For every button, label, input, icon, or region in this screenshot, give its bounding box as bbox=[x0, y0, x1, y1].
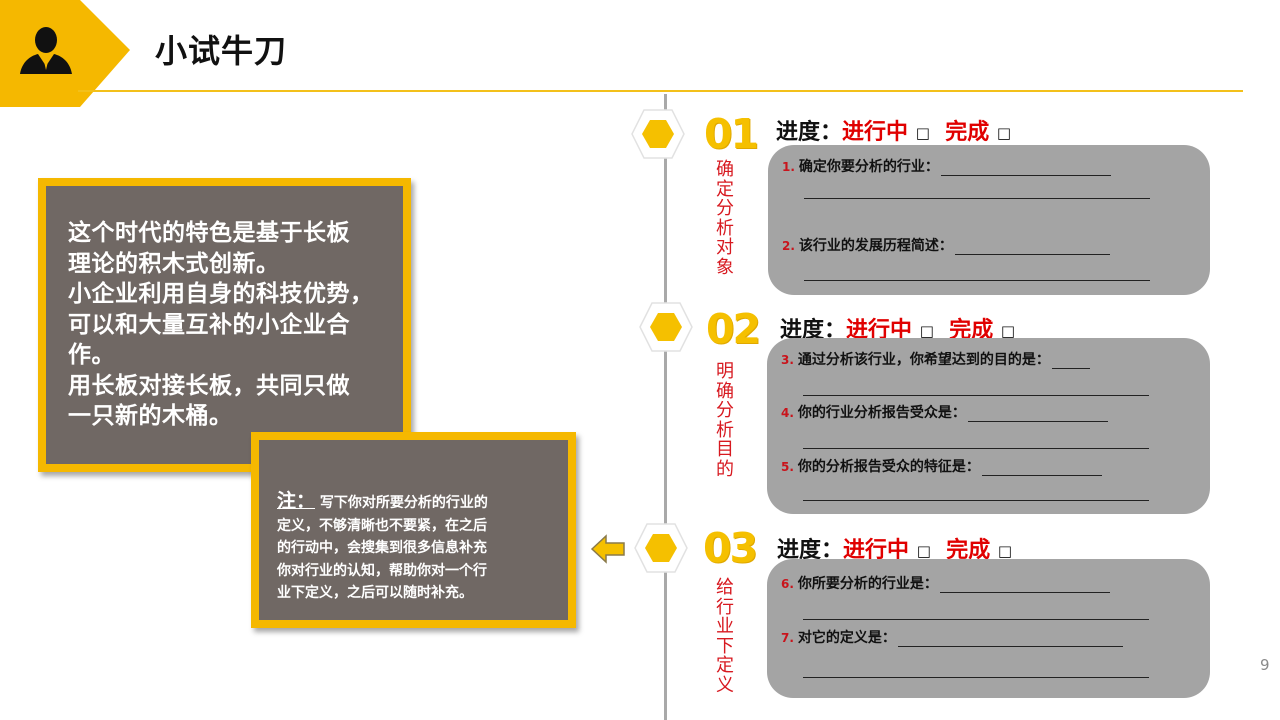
progress-status: 进度：进行中 □ 完成 □ bbox=[777, 532, 1012, 564]
answer-line[interactable] bbox=[803, 500, 1149, 501]
question-card: 3.通过分析该行业，你希望达到的目的是： 4.你的行业分析报告受众是： 5.你的… bbox=[767, 338, 1210, 514]
question-item: 6.你所要分析的行业是： bbox=[781, 573, 1110, 593]
main-line: 理论的积木式创新。 bbox=[68, 250, 280, 277]
main-line: 可以和大量互补的小企业合 bbox=[68, 311, 350, 338]
answer-line[interactable] bbox=[803, 619, 1149, 620]
person-silhouette-icon bbox=[20, 27, 72, 74]
question-number: 7. bbox=[781, 631, 794, 645]
progress-label: 进度： bbox=[777, 538, 844, 563]
question-item: 3.通过分析该行业，你希望达到的目的是： bbox=[781, 349, 1090, 369]
main-line: 这个时代的特色是基于长板 bbox=[68, 220, 350, 246]
main-statement-box: 这个时代的特色是基于长板 理论的积木式创新。 小企业利用自身的科技优势， 可以和… bbox=[38, 178, 411, 472]
main-line: 一只新的木桶。 bbox=[68, 403, 233, 429]
answer-line[interactable] bbox=[967, 407, 1108, 422]
header-divider bbox=[78, 90, 1243, 92]
step-number: 01 bbox=[704, 110, 759, 158]
answer-line[interactable] bbox=[804, 198, 1150, 199]
answer-line[interactable] bbox=[803, 395, 1149, 396]
note-line: 你对行业的认知，帮助你对一个行 bbox=[277, 562, 487, 579]
question-number: 2. bbox=[782, 239, 795, 253]
question-text: 你所要分析的行业是： bbox=[797, 576, 938, 592]
step-vertical-title: 明确分析目的 bbox=[716, 361, 734, 480]
answer-line[interactable] bbox=[981, 461, 1102, 476]
question-item: 4.你的行业分析报告受众是： bbox=[781, 402, 1108, 422]
note-line: 的行动中，会搜集到很多信息补充 bbox=[277, 540, 487, 556]
step-vertical-title: 确定分析对象 bbox=[716, 159, 734, 278]
answer-line[interactable] bbox=[804, 280, 1150, 281]
left-arrow-icon bbox=[590, 534, 625, 564]
question-number: 5. bbox=[781, 460, 794, 474]
question-card: 1.确定你要分析的行业： 2.该行业的发展历程简述： bbox=[768, 145, 1210, 295]
question-text: 你的行业分析报告受众是： bbox=[797, 405, 966, 421]
note-line: 定义，不够清晰也不要紧，在之后 bbox=[277, 517, 487, 534]
in-progress-label: 进行中 bbox=[843, 538, 910, 563]
answer-line[interactable] bbox=[1051, 354, 1090, 369]
page-number: 9 bbox=[1260, 656, 1270, 674]
step-number: 03 bbox=[703, 524, 758, 572]
question-item: 2.该行业的发展历程简述： bbox=[782, 235, 1110, 255]
page-title: 小试牛刀 bbox=[155, 32, 288, 70]
done-label: 完成 bbox=[946, 538, 991, 563]
main-line: 小企业利用自身的科技优势， bbox=[68, 281, 374, 307]
main-line: 作。 bbox=[68, 342, 115, 368]
answer-line[interactable] bbox=[897, 632, 1123, 647]
question-number: 1. bbox=[782, 160, 795, 174]
in-progress-checkbox[interactable]: □ bbox=[916, 542, 931, 560]
timeline-line bbox=[664, 94, 667, 720]
question-text: 你的分析报告受众的特征是： bbox=[797, 459, 980, 475]
step-number: 02 bbox=[706, 305, 761, 353]
done-checkbox[interactable]: □ bbox=[996, 124, 1012, 142]
answer-line[interactable] bbox=[954, 240, 1110, 255]
note-line: 业下定义，之后可以随时补充。 bbox=[277, 585, 473, 601]
question-number: 6. bbox=[781, 577, 794, 591]
question-item: 7.对它的定义是： bbox=[781, 627, 1123, 647]
step-hexagon-icon bbox=[634, 523, 688, 573]
main-line: 用长板对接长板，共同只做 bbox=[68, 372, 350, 399]
done-checkbox[interactable]: □ bbox=[1000, 322, 1016, 340]
in-progress-checkbox[interactable]: □ bbox=[915, 124, 930, 142]
note-label: 注： bbox=[277, 490, 316, 512]
done-label: 完成 bbox=[945, 120, 990, 145]
note-text: 注： 写下你对所要分析的行业的 定义，不够清晰也不要紧，在之后 的行动中，会搜集… bbox=[277, 490, 552, 605]
question-number: 3. bbox=[781, 353, 794, 367]
note-line: 写下你对所要分析的行业的 bbox=[319, 495, 488, 511]
question-number: 4. bbox=[781, 406, 794, 420]
main-statement-text: 这个时代的特色是基于长板 理论的积木式创新。 小企业利用自身的科技优势， 可以和… bbox=[68, 218, 385, 432]
question-text: 该行业的发展历程简述： bbox=[798, 238, 953, 254]
question-text: 对它的定义是： bbox=[797, 630, 896, 646]
question-item: 5.你的分析报告受众的特征是： bbox=[781, 456, 1102, 476]
question-text: 通过分析该行业，你希望达到的目的是： bbox=[797, 352, 1050, 368]
progress-status: 进度：进行中 □ 完成 □ bbox=[776, 114, 1011, 146]
in-progress-label: 进行中 bbox=[842, 120, 909, 145]
note-box: 注： 写下你对所要分析的行业的 定义，不够清晰也不要紧，在之后 的行动中，会搜集… bbox=[251, 432, 576, 628]
step-hexagon-icon bbox=[631, 109, 685, 159]
answer-line[interactable] bbox=[803, 677, 1149, 678]
answer-line[interactable] bbox=[940, 161, 1111, 176]
question-text: 确定你要分析的行业： bbox=[798, 159, 939, 175]
step-hexagon-icon bbox=[639, 302, 693, 352]
question-item: 1.确定你要分析的行业： bbox=[782, 156, 1111, 176]
progress-label: 进度： bbox=[776, 120, 843, 145]
answer-line[interactable] bbox=[939, 578, 1110, 593]
step-vertical-title: 给行业下定义 bbox=[716, 577, 734, 696]
header-tab bbox=[0, 0, 130, 107]
answer-line[interactable] bbox=[803, 448, 1149, 449]
done-checkbox[interactable]: □ bbox=[997, 542, 1013, 560]
in-progress-checkbox[interactable]: □ bbox=[919, 322, 934, 340]
question-card: 6.你所要分析的行业是： 7.对它的定义是： bbox=[767, 559, 1210, 698]
